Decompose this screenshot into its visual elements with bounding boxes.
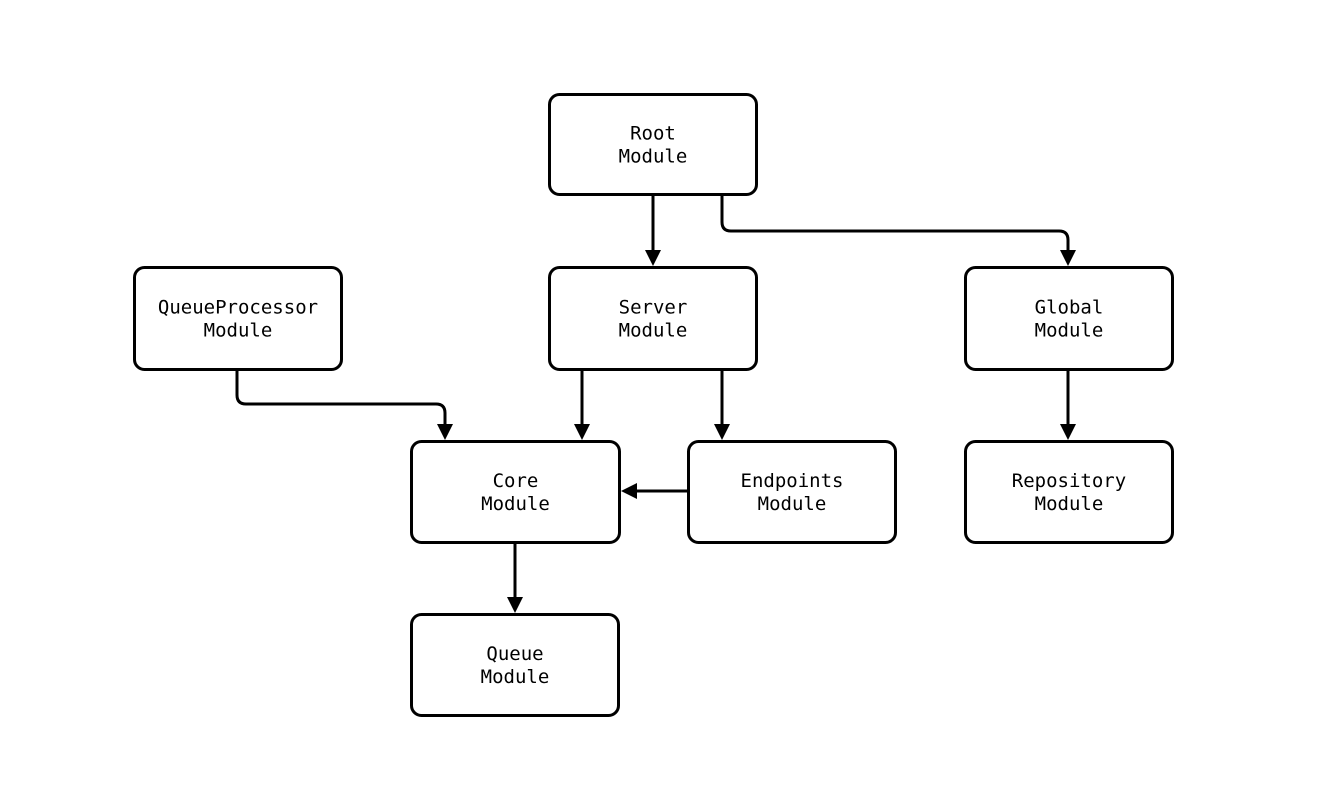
edge-global-to-repository-arrowhead — [1060, 424, 1076, 440]
edge-queueprocessor-to-core — [235, 371, 453, 440]
edge-root-to-global — [720, 196, 1076, 266]
edge-root-to-server-arrowhead — [645, 250, 661, 266]
edge-server-to-endpoints-arrowhead — [714, 424, 730, 440]
global-module-node-label-line1: Global — [1035, 296, 1104, 318]
server-module-node-box[interactable] — [548, 266, 758, 371]
global-module-node-box[interactable] — [964, 266, 1174, 371]
queue-module-node-label-line1: Queue — [486, 643, 543, 665]
repository-module-node-label-line2: Module — [1035, 493, 1104, 515]
edge-queueprocessor-to-core-arrowhead — [437, 424, 453, 440]
edge-queueprocessor-to-core-line — [235, 371, 447, 426]
endpoints-module-node-label-line2: Module — [758, 493, 827, 515]
server-module-node-label-line2: Module — [619, 319, 688, 341]
edge-server-to-core — [574, 371, 590, 440]
queueprocessor-module-node-label-line2: Module — [204, 319, 273, 341]
repository-module-node-label-line1: Repository — [1012, 470, 1126, 492]
global-module-node-label-line2: Module — [1035, 319, 1104, 341]
root-module-node-box[interactable] — [548, 93, 758, 196]
endpoints-module-node-label-line1: Endpoints — [741, 470, 844, 492]
edges-layer — [235, 196, 1076, 613]
repository-module-node-box[interactable] — [964, 440, 1174, 544]
queue-module-node-label-line2: Module — [481, 666, 550, 688]
core-module-node-label-line2: Module — [481, 493, 550, 515]
queue-module-node-box[interactable] — [410, 613, 620, 717]
edge-core-to-queue-arrowhead — [507, 597, 523, 613]
edge-root-to-global-line — [720, 196, 1070, 252]
edge-endpoints-to-core — [621, 483, 687, 499]
edge-root-to-global-arrowhead — [1060, 250, 1076, 266]
root-module-node-label-line2: Module — [619, 145, 688, 167]
root-module-node-label-line1: Root — [630, 122, 676, 144]
core-module-node-box[interactable] — [410, 440, 621, 544]
core-module-node-label-line1: Core — [493, 470, 539, 492]
edge-server-to-core-arrowhead — [574, 424, 590, 440]
edge-global-to-repository — [1060, 371, 1076, 440]
edge-endpoints-to-core-arrowhead — [621, 483, 637, 499]
server-module-node-label-line1: Server — [619, 296, 688, 318]
edge-core-to-queue — [507, 544, 523, 613]
edge-server-to-endpoints — [714, 371, 730, 440]
endpoints-module-node-box[interactable] — [687, 440, 897, 544]
edge-root-to-server — [645, 196, 661, 266]
queueprocessor-module-node-box[interactable] — [133, 266, 343, 371]
queueprocessor-module-node-label-line1: QueueProcessor — [158, 296, 318, 318]
